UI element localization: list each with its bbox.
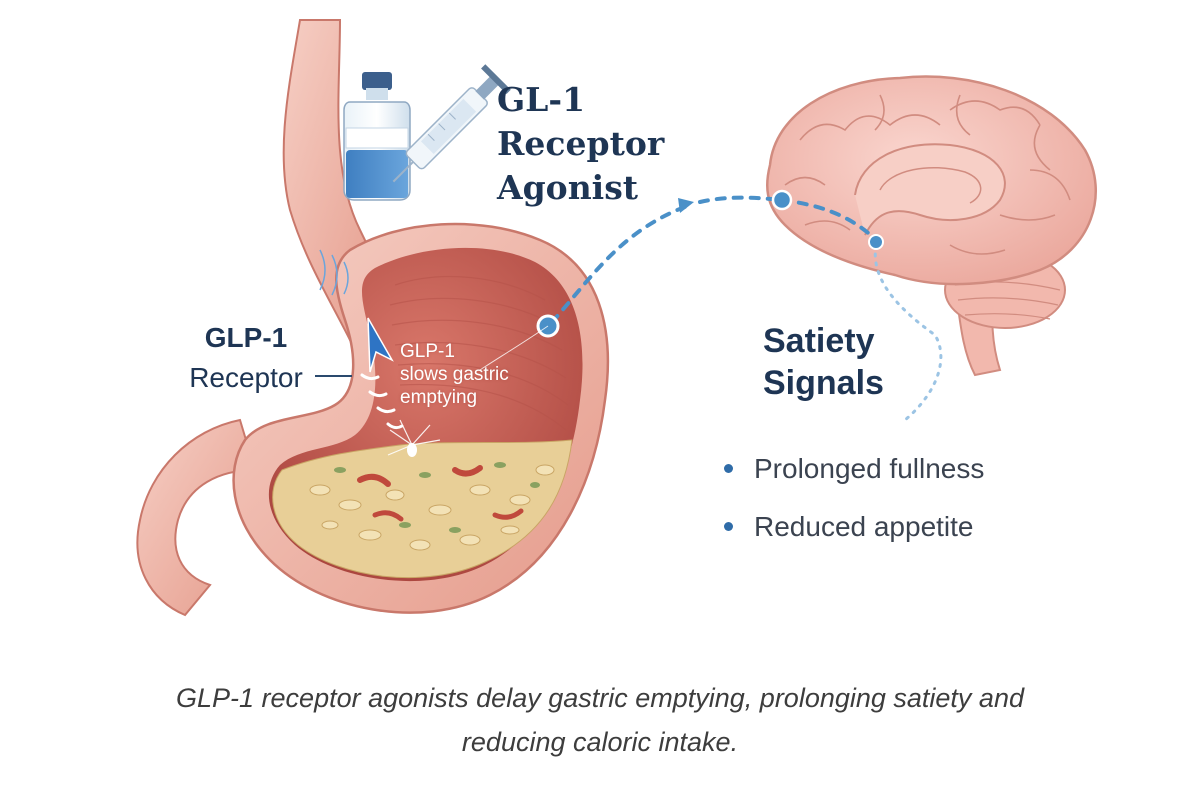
signal-dashed-curve bbox=[550, 203, 692, 324]
food-particles bbox=[309, 462, 555, 551]
vial-icon bbox=[343, 72, 411, 201]
effects-list: Prolonged fullness Reduced appetite bbox=[722, 440, 984, 556]
stomach-annotation: GLP-1 slows gastric emptying bbox=[400, 340, 509, 409]
syringe-icon bbox=[392, 64, 511, 183]
receptor-pointer bbox=[315, 249, 404, 430]
drug-label-line2: Receptor bbox=[497, 124, 665, 163]
receptor-label-line2: Receptor bbox=[189, 362, 303, 393]
caption-line1: GLP-1 receptor agonists delay gastric em… bbox=[176, 683, 1024, 713]
receptor-label: GLP-1 Receptor bbox=[176, 318, 316, 398]
bullet-icon bbox=[724, 464, 733, 473]
signal-brain-node-2 bbox=[868, 234, 884, 250]
figure-caption: GLP-1 receptor agonists delay gastric em… bbox=[0, 676, 1200, 764]
list-item: Prolonged fullness bbox=[722, 440, 984, 498]
release-burst bbox=[387, 419, 441, 456]
brain-gyri bbox=[784, 94, 1071, 255]
satiety-heading: Satiety Signals bbox=[763, 320, 884, 404]
stomach-annotation-line2: slows gastric bbox=[400, 364, 509, 385]
bullet-icon bbox=[724, 522, 733, 531]
effect-text: Reduced appetite bbox=[754, 511, 974, 542]
receptor-label-line1: GLP-1 bbox=[204, 322, 288, 353]
stomach-illustration bbox=[136, 19, 610, 617]
limbic-inner bbox=[854, 143, 1006, 236]
drug-label: GL-1 Receptor Agonist bbox=[497, 78, 664, 210]
drug-label-line1: GL-1 bbox=[497, 80, 586, 119]
brain-illustration bbox=[765, 75, 1097, 377]
satiety-heading-line1: Satiety bbox=[763, 322, 875, 360]
stomach-contents bbox=[272, 439, 573, 579]
satiety-heading-line2: Signals bbox=[763, 364, 884, 402]
caption-line2: reducing caloric intake. bbox=[461, 727, 739, 757]
stomach-annotation-line1: GLP-1 bbox=[400, 341, 455, 362]
effect-text: Prolonged fullness bbox=[754, 453, 985, 484]
list-item: Reduced appetite bbox=[722, 498, 984, 556]
signal-arrowhead-icon bbox=[678, 198, 694, 213]
stomach-rugae bbox=[389, 275, 569, 431]
signal-brain-node-1 bbox=[771, 189, 793, 211]
duodenum bbox=[136, 418, 257, 617]
receptor-arrow-icon bbox=[367, 317, 394, 373]
drug-label-line3: Agonist bbox=[497, 168, 639, 207]
stomach-annotation-line3: emptying bbox=[400, 387, 478, 408]
